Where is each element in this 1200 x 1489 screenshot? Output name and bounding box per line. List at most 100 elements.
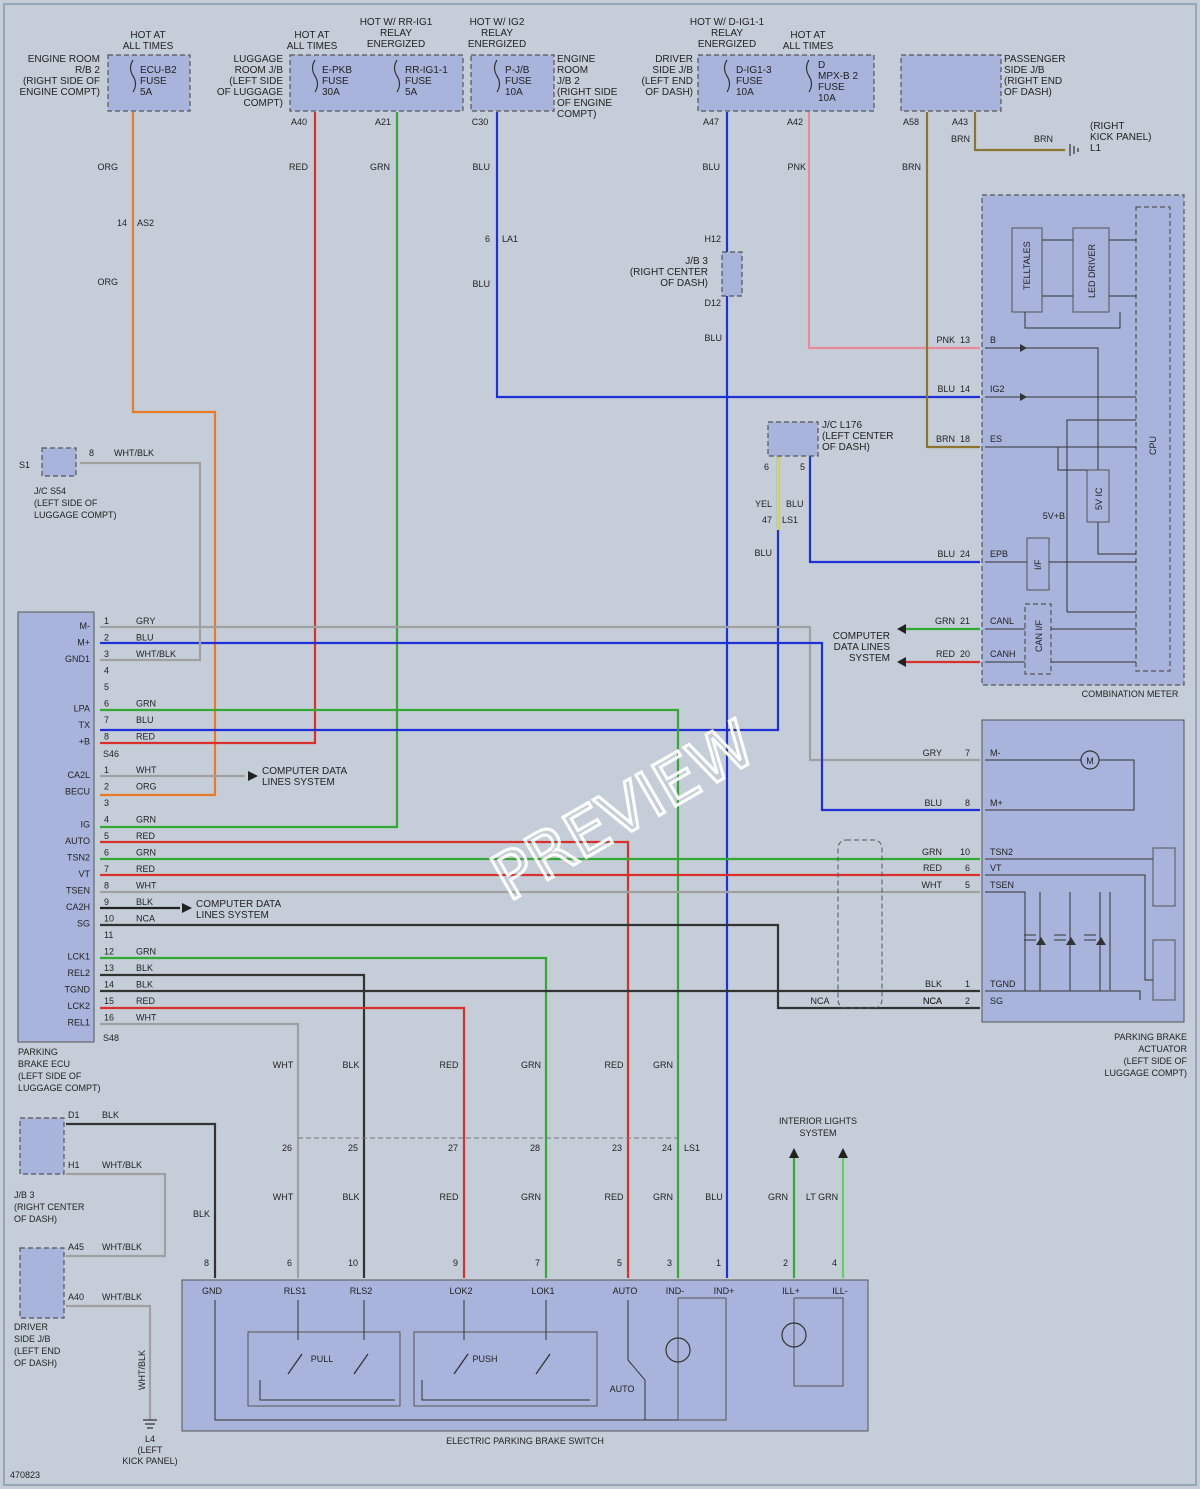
actuator-pin-name-7: M- (990, 748, 1001, 758)
driver-side-jb-box (697, 54, 875, 112)
actuator-pin-10: 10 (960, 847, 970, 857)
diode-icon (1020, 344, 1027, 352)
motor-trace (985, 759, 1135, 811)
motor-label: M (1086, 756, 1094, 766)
pull-label: PULL (311, 1354, 334, 1364)
ecu-s46-pin-color-1: GRY (136, 616, 155, 626)
wire-label-mid-3: GRN (521, 1060, 541, 1070)
wire-label-blu-4: BLU (704, 333, 722, 343)
ecu-s48-pin-name-15: LCK2 (67, 1001, 90, 1011)
actuator-pin-name-1: TGND (990, 979, 1016, 989)
5v-b-label: 5V+B (1043, 511, 1065, 521)
wire-label-whtblk-h1: WHT/BLK (102, 1160, 142, 1170)
switch-pin-name-3: IND- (666, 1286, 685, 1296)
wire-label-red: RED (289, 162, 309, 172)
wire-brn-l1 (973, 112, 1065, 152)
wire-red-plus-b (100, 112, 317, 745)
ecu-s48-pin-color-14: BLK (136, 980, 153, 990)
ls1-pin-27: 27 (448, 1143, 458, 1153)
wire-nca-sg (100, 923, 980, 1010)
5v-ic-label: 5V IC (1094, 487, 1104, 510)
switch-pin-name-4: ILL- (832, 1286, 848, 1296)
wire-label-mid-4: RED (604, 1060, 624, 1070)
diode-icon-2 (1020, 393, 1027, 401)
conn-as2-label: AS2 (137, 218, 154, 228)
actuator-pin-name-10: TSN2 (990, 847, 1013, 857)
wire-grn-lck1 (100, 956, 548, 1278)
ecu-s48-pin-name-16: REL1 (67, 1018, 90, 1028)
switch-contact-1 (353, 1353, 369, 1375)
switch-title: ELECTRIC PARKING BRAKE SWITCH (446, 1436, 604, 1446)
wire-grn-lpa (100, 708, 680, 1278)
diode-icon-a1 (1066, 937, 1076, 945)
ecu-s48-pin-4: 4 (104, 815, 109, 825)
jb3-connector-box (721, 251, 743, 297)
wire-label-whtblk-vert: WHT/BLK (137, 1350, 147, 1390)
wire-label-low-2: RED (439, 1192, 459, 1202)
passenger-side-jb-box (900, 54, 1002, 112)
pin-c30-label: C30 (472, 117, 489, 127)
push-switch-block (413, 1331, 598, 1407)
ecu-s48-pin-color-5: RED (136, 831, 156, 841)
ecu-s48-pin-7: 7 (104, 864, 109, 874)
wire-blu-epb (808, 456, 980, 564)
arrow-icon-3 (248, 771, 258, 781)
meter-pin-color-18: BRN (936, 434, 955, 444)
meter-pin-color-21: GRN (935, 616, 955, 626)
ecu-s48-pin-color-16: WHT (136, 1013, 157, 1023)
wire-whtblk-l4 (66, 1304, 152, 1420)
wire-label-blu-6: BLU (754, 548, 772, 558)
ecu-s48-pin-name-13: REL2 (67, 968, 90, 978)
wire-whtblk-gnd1 (80, 461, 202, 662)
conn-s46-label: S46 (103, 749, 119, 759)
meter-pin-name-20: CANH (990, 649, 1016, 659)
wire-label-whtblk-a45: WHT/BLK (102, 1242, 142, 1252)
doc-id-label: 470823 (10, 1470, 40, 1480)
arrow-icon-2 (897, 657, 906, 667)
pin-6-la1: 6 (485, 234, 490, 244)
ecu-s48-pin-color-4: GRN (136, 815, 156, 825)
arrow-icon (897, 624, 906, 634)
ecu-s48-pin-color-10: NCA (136, 914, 155, 924)
twisted-pair-shield (837, 839, 883, 1009)
pin-a42-label: A42 (787, 117, 803, 127)
switch-pin-name-10: RLS2 (350, 1286, 373, 1296)
wire-label-org-2: ORG (97, 277, 118, 287)
meter-pin-color-14: BLU (937, 384, 955, 394)
actuator-pin-1: 1 (965, 979, 970, 989)
actuator-pin-color-8: BLU (924, 798, 942, 808)
ecu-s48-pin-5: 5 (104, 831, 109, 841)
diode-icon-a0 (1036, 937, 1046, 945)
ecu-s46-pin-4: 4 (104, 666, 109, 676)
wire-label-low-1: BLK (342, 1192, 359, 1202)
ecu-s48-pin-13: 13 (104, 963, 114, 973)
meter-pin-color-24: BLU (937, 549, 955, 559)
ecu-s48-pin-12: 12 (104, 947, 114, 957)
meter-trace-h (1024, 312, 1121, 329)
wire-wht-rel1 (100, 1022, 300, 1278)
wire-blu-ig2 (495, 112, 980, 399)
ecu-s48-pin-color-1: WHT (136, 765, 157, 775)
pin-8-s54: 8 (89, 448, 94, 458)
ecu-s48-pin-name-14: TGND (65, 985, 91, 995)
push-label: PUSH (472, 1354, 497, 1364)
capacitor-icon-0 (1024, 934, 1036, 941)
ecu-s48-pin-color-6: GRN (136, 848, 156, 858)
actuator-pin-2: 2 (965, 996, 970, 1006)
wire-label-blk-d1: BLK (102, 1110, 119, 1120)
ecu-s46-pin-2: 2 (104, 633, 109, 643)
telltales-label: TELLTALES (1022, 241, 1032, 290)
switch-contact-0 (287, 1353, 303, 1375)
fuse-symbol-5 (805, 59, 813, 93)
ecu-s48-pin-name-10: SG (77, 919, 90, 929)
